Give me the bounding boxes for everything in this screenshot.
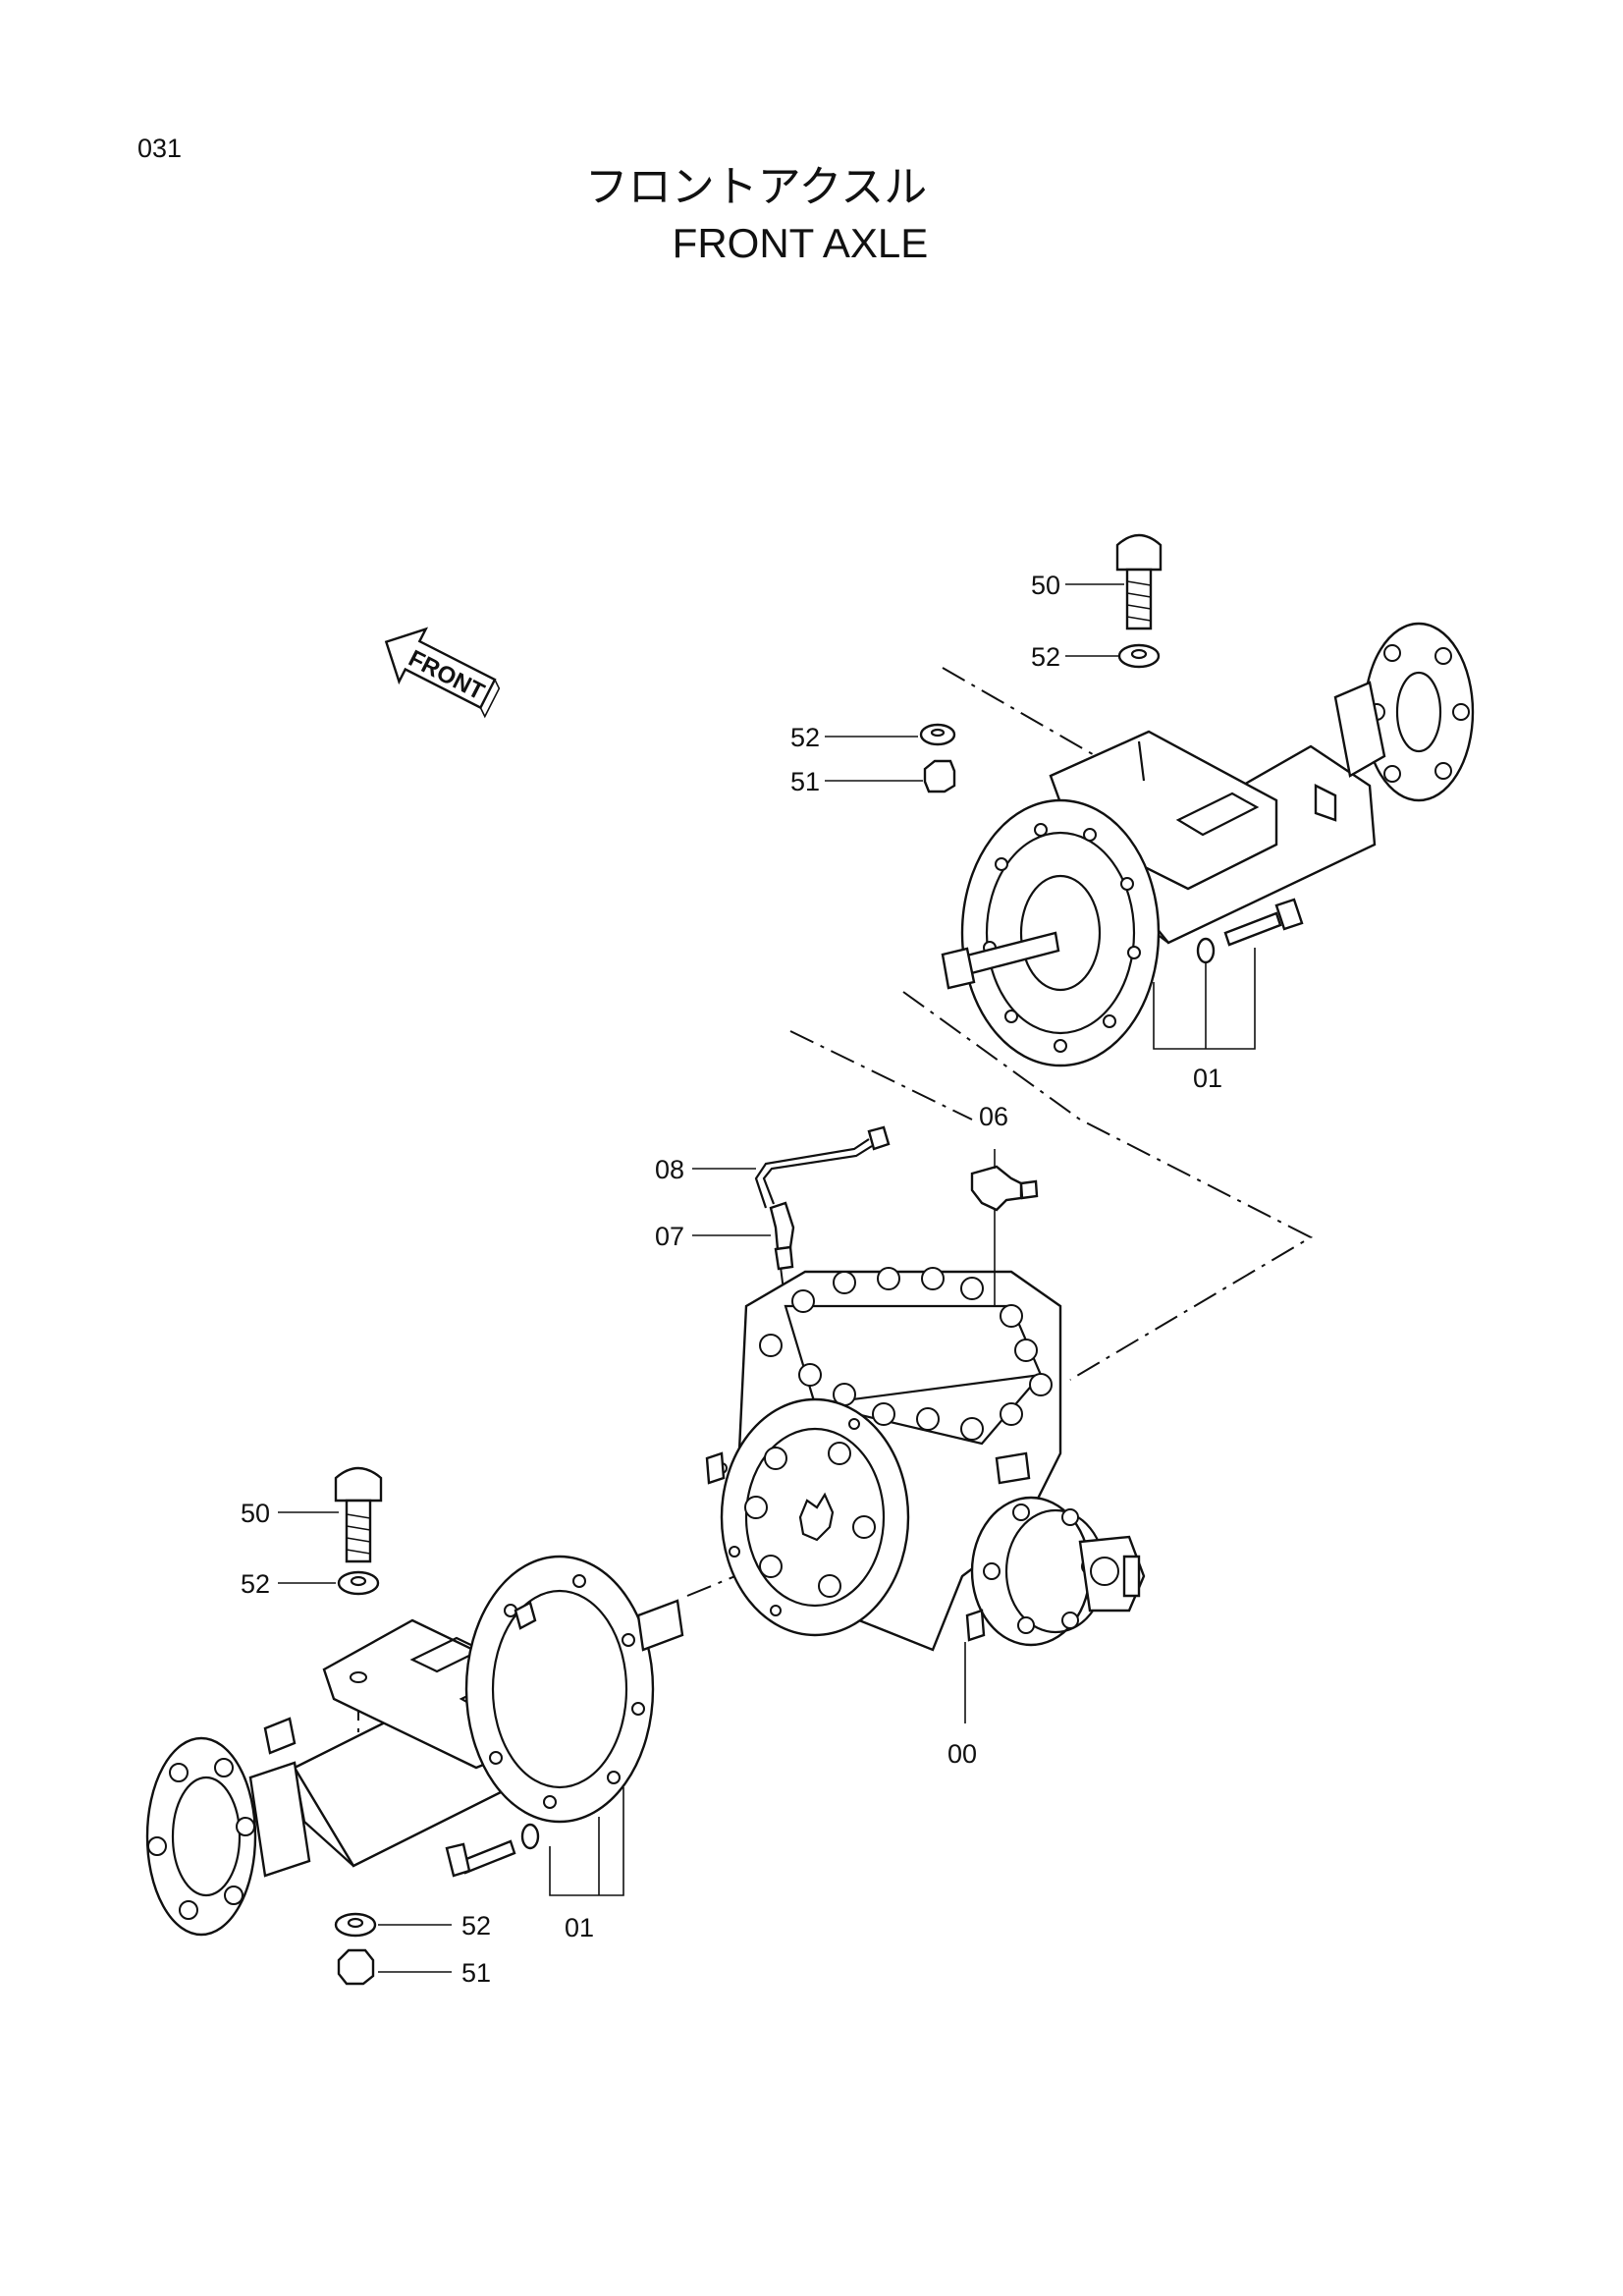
upper-bolt-50 xyxy=(1115,533,1163,572)
upper-axle-assembly xyxy=(941,622,1475,1067)
elbow-07 xyxy=(769,1201,795,1251)
page-number: 031 xyxy=(137,134,182,163)
lower-bolt-50 xyxy=(334,1466,383,1503)
title-japanese: フロントアクスル xyxy=(585,163,927,211)
lower-washer-52-top xyxy=(337,1570,380,1596)
tee-06 xyxy=(970,1165,1023,1212)
label-lower-bolt: 50 xyxy=(241,1499,270,1528)
label-upper-washer-top: 52 xyxy=(1031,642,1060,672)
label-upper-bolt: 50 xyxy=(1031,571,1060,600)
callout-labels: 50 52 52 51 01 08 07 06 00 50 52 52 51 0… xyxy=(241,571,1222,1988)
front-direction-arrow: FRONT xyxy=(384,627,501,719)
upper-hardware xyxy=(919,533,1163,793)
center-housing xyxy=(705,1267,1146,1652)
label-lower-washer-bottom: 52 xyxy=(461,1911,491,1941)
leader-lines xyxy=(278,583,1256,1973)
label-elbow: 07 xyxy=(655,1222,684,1251)
lower-axle-assembly xyxy=(145,1555,684,1937)
hydraulic-fittings xyxy=(754,1125,1039,1271)
pipe-08 xyxy=(754,1138,870,1209)
upper-nut-51 xyxy=(923,759,956,793)
label-pipe: 08 xyxy=(655,1155,684,1184)
label-upper-washer-left: 52 xyxy=(790,723,820,752)
lower-washer-52-bottom xyxy=(334,1912,377,1938)
lower-nut-51 xyxy=(337,1948,375,1986)
label-center-housing: 00 xyxy=(947,1739,977,1769)
label-lower-washer-top: 52 xyxy=(241,1569,270,1599)
label-lower-nut: 51 xyxy=(461,1958,491,1988)
label-lower-axle: 01 xyxy=(565,1913,594,1942)
title-english: FRONT AXLE xyxy=(673,220,929,266)
lower-hardware xyxy=(334,1466,383,1986)
label-tee: 06 xyxy=(979,1102,1008,1131)
label-upper-nut: 51 xyxy=(790,767,820,796)
label-upper-axle: 01 xyxy=(1193,1064,1222,1093)
upper-washer-52-top xyxy=(1117,643,1161,669)
